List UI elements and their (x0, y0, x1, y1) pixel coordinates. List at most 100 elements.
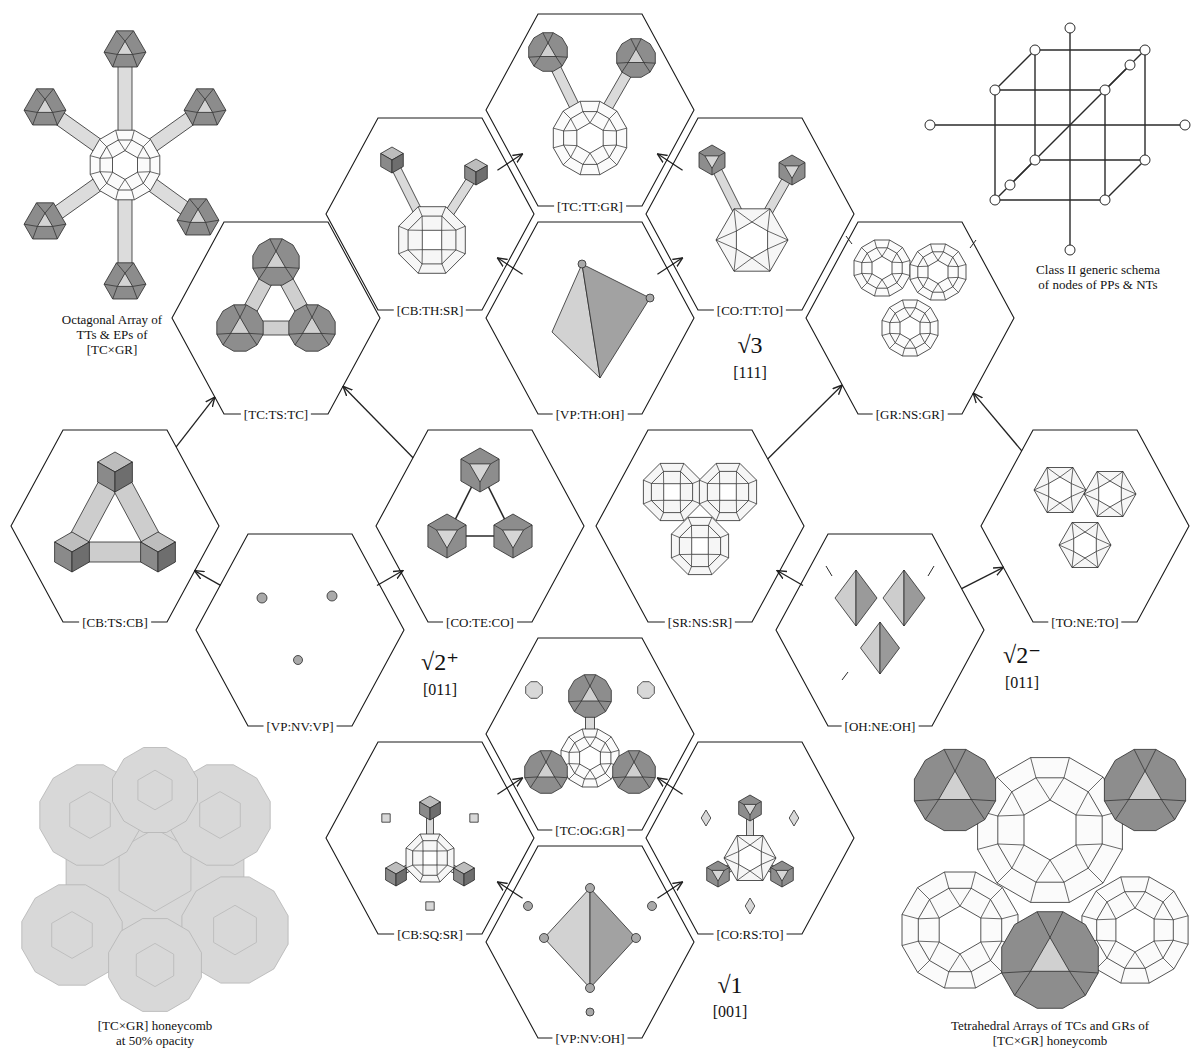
polyhedron-edge (1037, 912, 1050, 938)
polyhedron-edge (708, 525, 709, 537)
hex-outline (646, 118, 854, 310)
lattice-rod (1144, 50, 1145, 160)
lattice-node (1140, 45, 1150, 55)
polyhedron-edge (24, 110, 37, 112)
figure-caption: Class II generic schema of nodes of PPs … (1033, 262, 1163, 292)
polyhedron-edge (930, 244, 932, 252)
polyhedron-edge (1145, 877, 1149, 892)
lattice-node (1140, 155, 1150, 165)
truncated-cube (1129, 771, 1162, 799)
polyhedron-edge (563, 111, 571, 119)
polyhedron-edge (583, 112, 590, 123)
polyhedron-edge (761, 852, 776, 859)
tetrahedron (582, 264, 650, 378)
hex-outline (776, 534, 984, 726)
polyhedron-edge (771, 868, 776, 871)
polyhedron-edge (399, 250, 408, 254)
polyhedron-edge (564, 130, 577, 132)
rhombicuboctahedron (707, 471, 748, 512)
polyhedron-edge (716, 513, 719, 521)
hex-outline (11, 430, 219, 622)
polyhedron-edge (634, 751, 640, 762)
polyhedron-edge (998, 844, 1024, 845)
truncated-octahedron (724, 836, 776, 881)
polyhedron-edge (1145, 968, 1149, 983)
cube-solid (465, 166, 476, 186)
polyhedron-edge (910, 264, 918, 266)
octahedron (856, 570, 877, 626)
polyhedron-edge (750, 835, 763, 845)
polyhedron-edge (944, 872, 948, 888)
polyhedron-edge (1097, 471, 1110, 481)
polyhedron-edge (1047, 497, 1049, 513)
honeycomb-cell (138, 770, 172, 810)
polyhedron-edge (104, 284, 117, 286)
polyhedron-edge (902, 273, 910, 275)
polyhedron-edge (597, 101, 600, 111)
truncated-cube (581, 686, 598, 701)
polyhedron-edge (918, 961, 930, 973)
hex-outline (376, 430, 584, 622)
cuboctahedron (739, 795, 762, 821)
truncated-cuboctahedron (872, 256, 892, 279)
hex-outline (646, 742, 854, 934)
polyhedron-edge (925, 799, 938, 819)
polyhedron-edge (978, 844, 998, 849)
truncated-cuboctahedron (561, 729, 619, 787)
cell-art (1034, 467, 1136, 567)
cuboctahedron (744, 804, 756, 815)
polyhedron-edge (663, 471, 664, 483)
polyhedron-edge (721, 534, 729, 537)
vertex-point (632, 934, 641, 943)
polyhedron-edge (1047, 467, 1049, 483)
polyhedron-edge (540, 751, 546, 762)
polyhedron-edge (53, 226, 58, 239)
truncated-cuboctahedron (928, 260, 948, 283)
polyhedron-edge (1071, 484, 1086, 491)
truncated-cuboctahedron (569, 737, 611, 779)
hex-cell: [CB:TH:SR] (326, 118, 534, 310)
polyhedron-edge (590, 112, 597, 123)
truncated-octahedron (1074, 532, 1097, 558)
hex-outline (806, 222, 1014, 414)
cell-label: [CO:TT:TO] (714, 303, 786, 318)
polyhedron-edge (599, 701, 606, 712)
cell-art (699, 145, 805, 271)
polyhedron-edge (447, 865, 454, 868)
flow-arrow (657, 258, 682, 274)
polyhedron-edge (259, 267, 267, 279)
polyhedron-edge (611, 750, 619, 752)
honeycomb-cell (109, 919, 202, 1012)
polyhedron-edge (580, 164, 583, 174)
polyhedron-edge (862, 262, 872, 263)
cube-solid (381, 154, 392, 174)
truncated-cube (1104, 749, 1185, 830)
polyhedron-edge (1050, 860, 1064, 882)
hex-cell: [GR:NS:GR] (806, 222, 1014, 414)
polyhedron-edge (1076, 845, 1088, 868)
polyhedron-edge (1069, 971, 1085, 995)
polyhedron-edge (447, 548, 448, 558)
polyhedron-edge (958, 277, 966, 279)
truncated-cuboctahedron (882, 300, 938, 356)
truncated-cuboctahedron (918, 252, 958, 292)
polyhedron-edge (603, 119, 609, 131)
hex-outline (196, 534, 404, 726)
polyhedron-edge (960, 888, 971, 906)
polyhedron-edge (688, 517, 691, 525)
hex-outline (981, 430, 1189, 622)
polyhedron-edge (599, 700, 612, 702)
polyhedron-edge (971, 799, 984, 819)
polyhedron-edge (253, 267, 267, 269)
polyhedron-edge (991, 888, 1003, 900)
polyhedron-edge (914, 799, 938, 800)
polyhedron-edge (1104, 799, 1128, 800)
polyhedron-edge (33, 112, 38, 125)
vertex-point (327, 591, 337, 601)
polyhedron-edge (949, 954, 960, 972)
cell-label: [CB:SQ:SR] (394, 927, 466, 942)
rhombicuboctahedron (679, 525, 720, 566)
rhombicuboctahedron (399, 207, 466, 274)
polyhedron-edge (707, 500, 719, 501)
polyhedron-edge (206, 220, 219, 222)
